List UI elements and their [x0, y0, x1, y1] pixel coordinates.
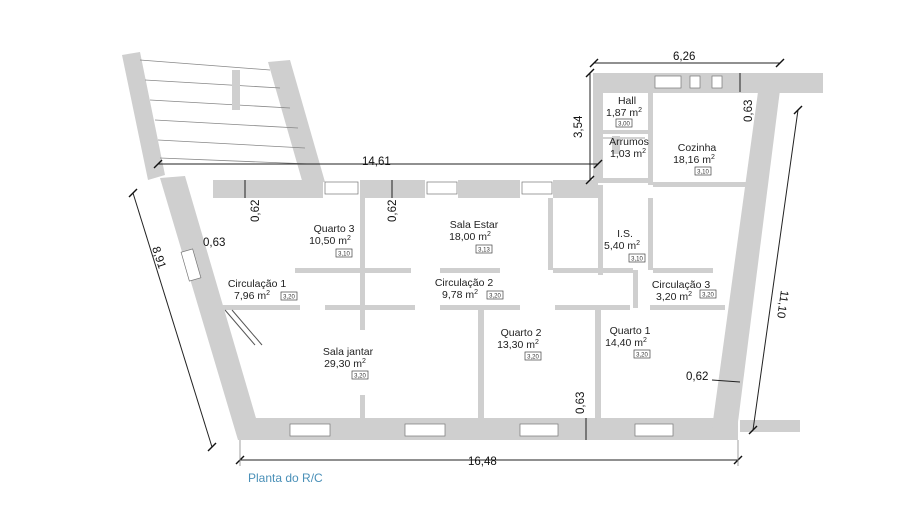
room-area: 1,03 m: [610, 148, 642, 160]
ceiling-height: 3,20: [283, 295, 295, 301]
svg-text:1,03 m2: 1,03 m2: [610, 148, 646, 160]
room-quarto-2: Quarto 2 13,30 m2 3,20: [497, 327, 542, 361]
room-name: Arrumos: [609, 136, 649, 148]
area-sup: 2: [636, 240, 640, 247]
room-arrumos: Arrumos 1,03 m2: [609, 136, 649, 160]
svg-text:14,40 m2: 14,40 m2: [605, 337, 647, 349]
room-hall: Hall 1,87 m2 3,00: [606, 95, 642, 128]
area-sup: 2: [711, 154, 715, 161]
dim-right-wall: 0,62: [686, 371, 708, 383]
dim-right-diagonal: 11,10: [774, 290, 790, 319]
svg-text:29,30 m2: 29,30 m2: [324, 358, 366, 370]
dim-corridor-length: 14,61: [362, 156, 391, 168]
ceiling-height: 3,13: [478, 248, 490, 254]
plan-title: Planta do R/C: [248, 471, 323, 485]
area-sup: 2: [487, 231, 491, 238]
room-name: Quarto 3: [314, 223, 355, 235]
room-name: Hall: [618, 95, 636, 107]
dim-kitchen-height: 3,54: [573, 115, 585, 138]
ceiling-height: 3,20: [527, 355, 539, 361]
room-labels: Hall 1,87 m2 3,00 Arrumos 1,03 m2 Cozinh…: [228, 95, 717, 380]
room-name: Sala Estar: [450, 219, 499, 231]
dim-wall-q3: 0,62: [250, 200, 262, 222]
area-sup: 2: [362, 358, 366, 365]
area-sup: 2: [535, 339, 539, 346]
interior-walls: [200, 90, 748, 420]
exterior-walls: [160, 73, 823, 440]
area-sup: 2: [642, 148, 646, 155]
ceiling-height: 3,20: [489, 294, 501, 300]
ceiling-height: 3,20: [636, 353, 648, 359]
room-name: Quarto 1: [610, 325, 651, 337]
room-area: 29,30 m: [324, 358, 362, 370]
windows: [180, 75, 723, 437]
area-sup: 2: [688, 291, 692, 298]
room-area: 14,40 m: [605, 337, 643, 349]
ceiling-height: 3,10: [631, 257, 643, 263]
room-area: 5,40 m: [604, 240, 636, 252]
svg-text:10,50 m2: 10,50 m2: [309, 235, 351, 247]
svg-text:1,87 m2: 1,87 m2: [606, 107, 642, 119]
dim-bottom-total: 16,48: [468, 456, 497, 468]
room-name: Sala jantar: [323, 346, 374, 358]
room-area: 9,78 m: [442, 289, 474, 301]
room-quarto-1: Quarto 1 14,40 m2 3,20: [605, 325, 651, 359]
area-sup: 2: [347, 235, 351, 242]
dim-kitchen-wall: 0,63: [743, 100, 755, 122]
room-circulacao-2: Circulação 2 9,78 m2 3,20: [435, 277, 504, 301]
room-name: Cozinha: [678, 142, 717, 154]
room-name: Circulação 2: [435, 277, 494, 289]
room-area: 7,96 m: [234, 290, 266, 302]
room-name: Quarto 2: [501, 327, 542, 339]
room-sala-estar: Sala Estar 18,00 m2 3,13: [449, 219, 499, 254]
svg-text:5,40 m2: 5,40 m2: [604, 240, 640, 252]
neighbour-structure: [122, 52, 325, 184]
ceiling-height: 3,10: [697, 170, 709, 176]
dim-top-kitchen: 6,26: [673, 51, 695, 63]
svg-text:18,16 m2: 18,16 m2: [673, 154, 715, 166]
room-area: 18,16 m: [673, 154, 711, 166]
room-area: 18,00 m: [449, 231, 487, 243]
svg-text:9,78 m2: 9,78 m2: [442, 289, 478, 301]
svg-text:7,96 m2: 7,96 m2: [234, 290, 270, 302]
ceiling-height: 3,20: [702, 293, 714, 299]
area-sup: 2: [474, 289, 478, 296]
room-quarto-3: Quarto 3 10,50 m2 3,10: [309, 223, 355, 258]
room-cozinha: Cozinha 18,16 m2 3,10: [673, 142, 716, 176]
area-sup: 2: [266, 290, 270, 297]
room-area: 3,20 m: [656, 291, 688, 303]
room-name: I.S.: [617, 228, 633, 240]
room-sala-jantar: Sala jantar 29,30 m2 3,20: [323, 346, 374, 380]
room-area: 13,30 m: [497, 339, 535, 351]
room-is: I.S. 5,40 m2 3,10: [604, 228, 646, 263]
area-sup: 2: [638, 107, 642, 114]
dim-left-diagonal: 8,91: [149, 245, 167, 270]
svg-text:13,30 m2: 13,30 m2: [497, 339, 539, 351]
ceiling-height: 3,20: [354, 374, 366, 380]
dim-wall-sala: 0,62: [387, 200, 399, 222]
area-sup: 2: [643, 337, 647, 344]
svg-text:18,00 m2: 18,00 m2: [449, 231, 491, 243]
room-circulacao-1: Circulação 1 7,96 m2 3,20: [228, 278, 298, 302]
dim-bottom-wall: 0,63: [575, 392, 587, 414]
room-name: Circulação 1: [228, 278, 287, 290]
room-name: Circulação 3: [652, 279, 711, 291]
dim-left-wall: 0,63: [203, 237, 225, 249]
svg-text:3,20 m2: 3,20 m2: [656, 291, 692, 303]
room-area: 10,50 m: [309, 235, 347, 247]
room-area: 1,87 m: [606, 107, 638, 119]
ceiling-height: 3,00: [618, 122, 630, 128]
room-circulacao-3: Circulação 3 3,20 m2 3,20: [652, 279, 717, 303]
ceiling-height: 3,10: [338, 252, 350, 258]
